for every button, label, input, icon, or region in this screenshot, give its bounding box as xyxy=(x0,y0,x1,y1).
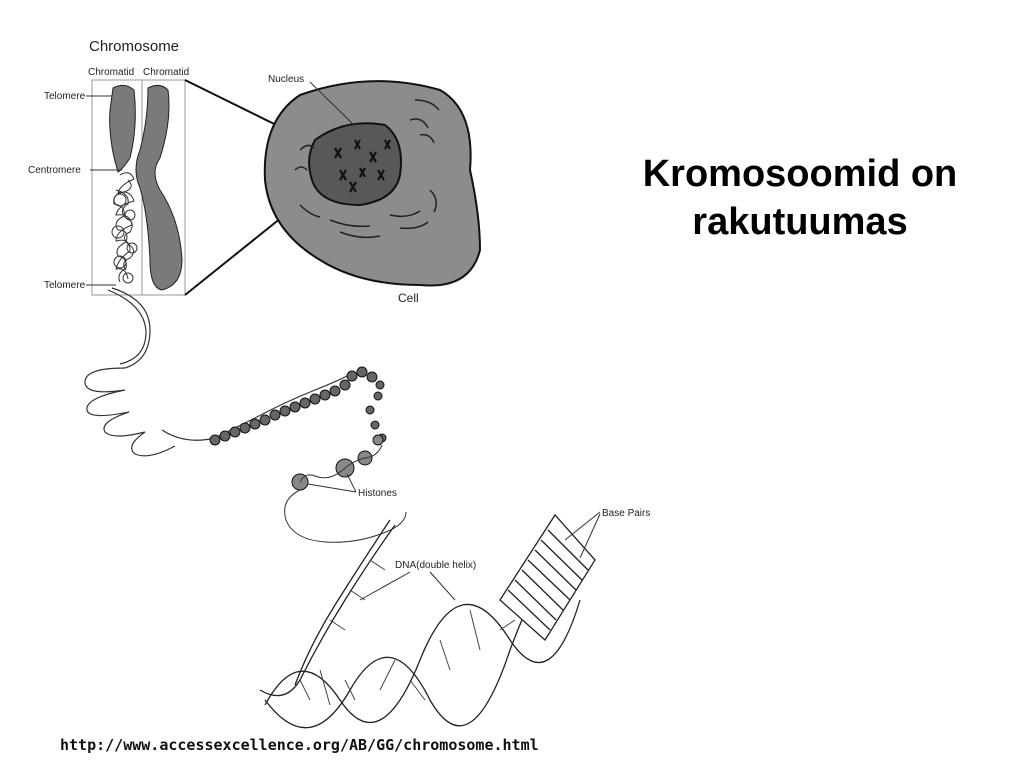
slide-title-line1: Kromosoomid on xyxy=(642,153,958,195)
left-chromatid xyxy=(109,84,136,173)
telomere-bottom-label: Telomere xyxy=(44,280,86,291)
chromosome: Chromosome Chromatid Chromatid Telomere … xyxy=(28,38,189,296)
slide-title-line2: rakutuumas xyxy=(692,201,908,243)
right-chromatid xyxy=(135,84,183,291)
centromere-label: Centromere xyxy=(28,165,81,176)
base-pairs-label: Base Pairs xyxy=(602,508,650,519)
cell: Nucleus Cell xyxy=(263,74,482,305)
slide-title: Kromosoomid on rakutuumas xyxy=(590,150,1010,246)
telomere-top-label: Telomere xyxy=(44,91,86,102)
source-url: http://www.accessexcellence.org/AB/GG/ch… xyxy=(60,736,539,754)
coiled-chromatin xyxy=(111,172,138,284)
base-pair-ladder xyxy=(499,513,596,641)
nucleus-chromosomes xyxy=(334,139,391,193)
chromatid-left-label: Chromatid xyxy=(88,67,134,78)
supercoil xyxy=(209,366,387,446)
chromosome-label: Chromosome xyxy=(89,38,179,55)
chromatin-fiber xyxy=(84,287,356,457)
dna-label: DNA(double helix) xyxy=(395,560,476,571)
nucleus xyxy=(308,122,402,207)
chromatid-right-label: Chromatid xyxy=(143,67,189,78)
histones-label: Histones xyxy=(358,488,397,499)
cell-label: Cell xyxy=(398,291,419,305)
organelles xyxy=(294,99,440,239)
dna-rungs xyxy=(299,559,516,706)
nucleus-label: Nucleus xyxy=(268,74,304,85)
histone-clusters xyxy=(291,434,384,491)
